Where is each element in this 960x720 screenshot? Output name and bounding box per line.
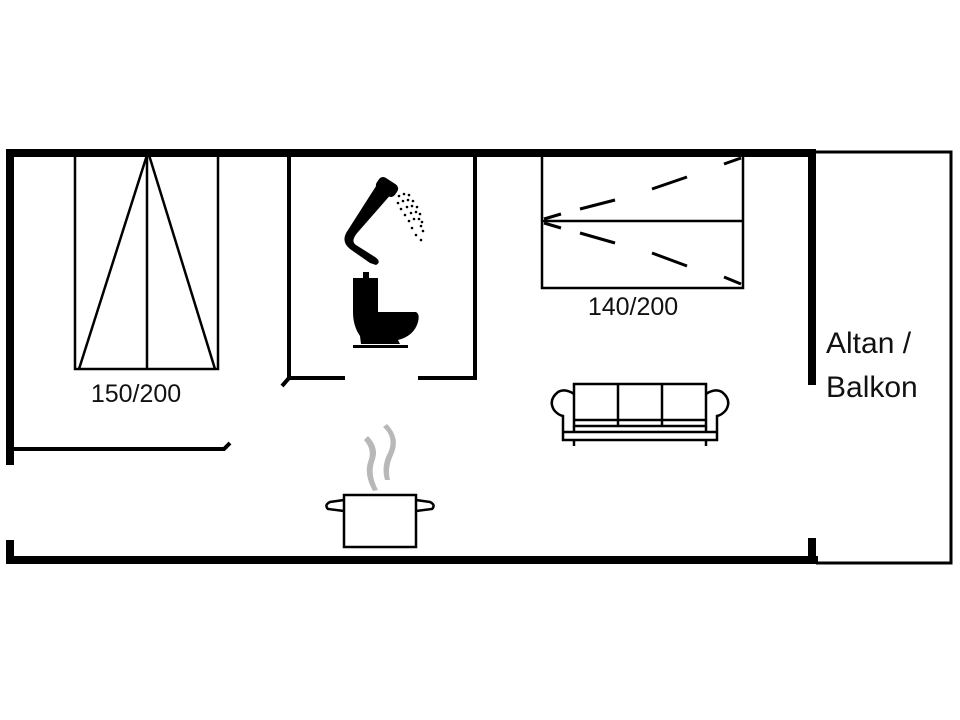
bed-150-200 [73, 153, 220, 371]
toilet-icon [353, 272, 419, 348]
outer-walls [6, 149, 818, 564]
balcony-label-line2: Balkon [826, 371, 918, 404]
interior-walls [12, 155, 477, 451]
balcony-outline [814, 150, 953, 565]
shower-icon [344, 177, 425, 265]
bed-2-size-label: 140/200 [588, 293, 678, 321]
balcony-label-line1: Altan / [826, 327, 912, 360]
bed-140-200 [540, 153, 745, 290]
steam-icon [364, 436, 378, 491]
bed-1-size-label: 150/200 [91, 380, 181, 408]
cooking-pot-icon [325, 424, 435, 549]
bed-2-pattern [543, 156, 742, 286]
sofa-icon [550, 382, 730, 446]
